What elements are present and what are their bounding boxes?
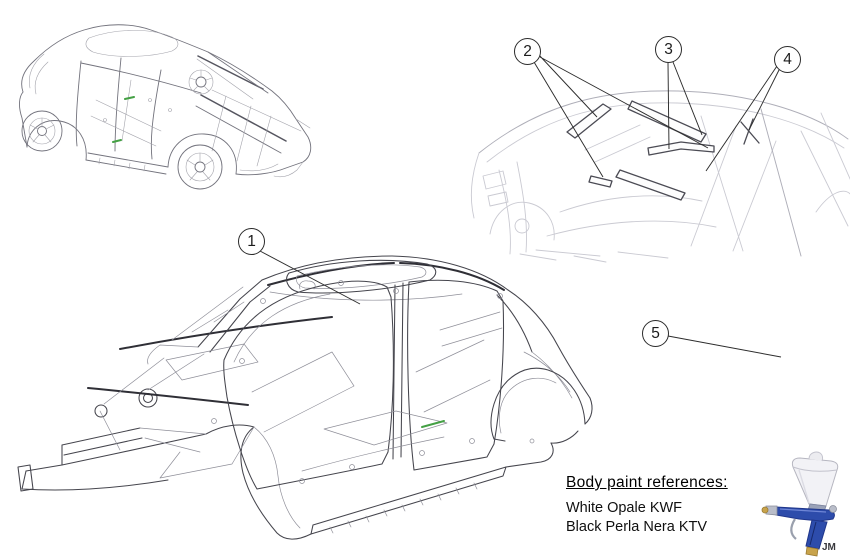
author-initials: JM (822, 542, 836, 553)
paint-reference-white: White Opale KWF (566, 500, 683, 516)
callout-1: 1 (238, 228, 265, 255)
callout-5: 5 (642, 320, 669, 347)
callout-4: 4 (774, 46, 801, 73)
spray-gun-icon (761, 451, 839, 557)
paint-references-heading: Body paint references: (566, 474, 728, 491)
paint-references-note: Body paint references: White Opale KWF B… (566, 474, 728, 537)
roof-detail-wireframe (470, 90, 850, 263)
highlighted-roof-bows (566, 100, 760, 201)
small-car-wireframe (19, 24, 312, 190)
paint-reference-black: Black Perla Nera KTV (566, 519, 708, 535)
callout-2: 2 (514, 38, 541, 65)
main-body-shell-wireframe (17, 255, 593, 540)
callout-leader-lines (259, 54, 782, 358)
callout-3: 3 (655, 36, 682, 63)
